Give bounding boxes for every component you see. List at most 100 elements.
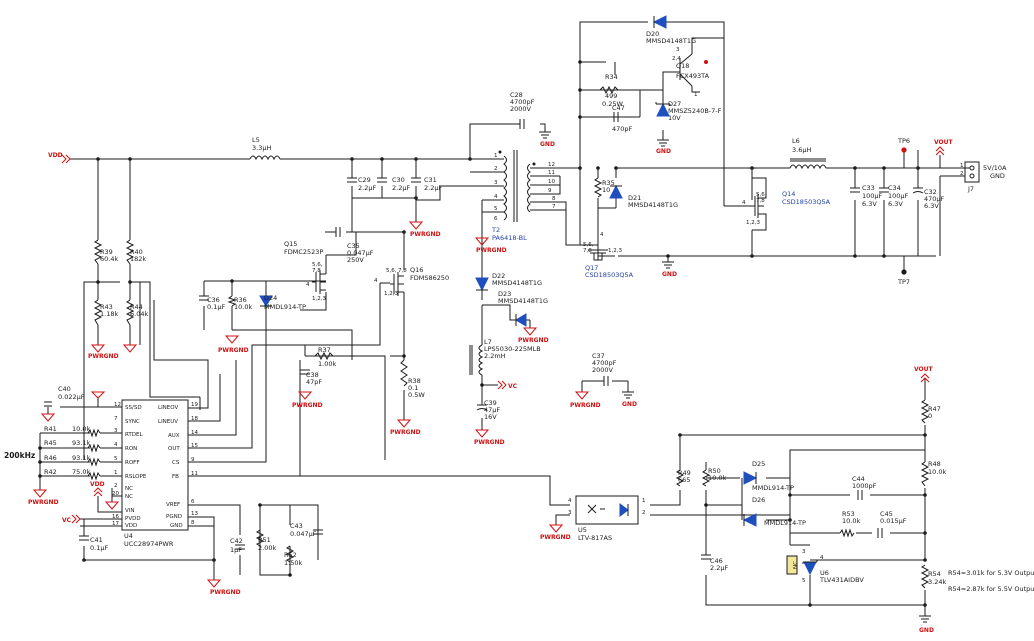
gnd-r54: GND xyxy=(919,610,934,634)
junctions xyxy=(38,60,927,607)
c30-ref: C30 xyxy=(392,176,405,184)
resistor-r47: R47 0 xyxy=(920,399,941,424)
resistor-r53: R53 10.0k xyxy=(839,510,860,538)
c28-voltage: 2000V xyxy=(510,105,532,113)
r53-ref: R53 xyxy=(842,510,855,518)
r50-value: 10.0k xyxy=(708,474,726,482)
u5-part: LTV-817AS xyxy=(578,534,612,542)
resistor-r42: R42 75.0k xyxy=(44,468,101,481)
capacitor-c46: C46 2.2µF xyxy=(701,554,728,572)
r49-value: 665 xyxy=(678,476,690,484)
svg-text:3: 3 xyxy=(802,549,806,555)
svg-text:GND: GND xyxy=(170,523,183,529)
r51-ref: R51 xyxy=(258,536,271,544)
r38-value: 0.1 xyxy=(408,384,418,392)
inductor-l5: L5 3.3µH xyxy=(249,136,281,161)
vdd-input-flag: VDD xyxy=(48,152,71,164)
pwrgnd-u5: PWRGND xyxy=(540,524,571,541)
l7-part: LPS5030-225MLB xyxy=(484,345,541,353)
svg-text:7,8: 7,8 xyxy=(756,198,765,204)
svg-text:2: 2 xyxy=(114,483,118,489)
capacitor-c43: C43 0.047µF xyxy=(290,522,323,538)
r39-ref: R39 xyxy=(100,248,113,256)
svg-text:1,2,3: 1,2,3 xyxy=(312,296,326,302)
c37-voltage: 2000V xyxy=(592,366,614,374)
j7-label-1: 5V/10A xyxy=(983,164,1007,172)
testpoint-tp6: TP6 xyxy=(897,137,910,153)
capacitor-c44: C44 1000pF xyxy=(852,475,877,500)
d21-ref: D21 xyxy=(628,194,641,202)
mosfet-q16: 5,6, 7,8 1,2,3 4 Q16 FDMS86250 xyxy=(374,266,449,300)
r35-value: 10 xyxy=(602,186,610,194)
svg-text:2: 2 xyxy=(642,510,646,516)
diode-d22: D22 MMSD4148T1G xyxy=(475,272,542,292)
c34-value: 100µF xyxy=(888,192,909,200)
pwrgnd-c39: PWRGND xyxy=(474,429,505,446)
resistor-r38: R38 0.1 0.5W xyxy=(400,359,425,399)
note-r54-5v5: R54=2.87k for 5.5V Output xyxy=(948,585,1034,593)
svg-text:RON: RON xyxy=(125,446,137,452)
svg-text:SS/SD: SS/SD xyxy=(125,405,142,411)
svg-text:1: 1 xyxy=(960,163,964,169)
d23-ref: D23 xyxy=(498,290,511,298)
r44-ref: R44 xyxy=(130,303,143,311)
svg-text:OUT: OUT xyxy=(168,446,180,452)
r37-ref: R37 xyxy=(318,346,331,354)
pwrgnd-r42: PWRGND xyxy=(28,489,59,506)
q15-part: FDMC2523P xyxy=(284,248,323,256)
svg-text:RSLOPE: RSLOPE xyxy=(125,474,147,480)
svg-text:4: 4 xyxy=(114,442,118,448)
svg-text:9: 9 xyxy=(191,457,195,463)
resistor-r39: R39 60.4k xyxy=(93,239,118,265)
resistor-r35: R35 10 xyxy=(593,177,615,198)
ic-u4: 12 SS/SD 7 SYNC 3 RTDEL 4 RON 5 ROFF 1 R… xyxy=(112,399,198,548)
capacitor-c41: C41 0.1µF xyxy=(79,535,108,552)
r53-value: 10.0k xyxy=(842,517,860,525)
r42-value: 75.0k xyxy=(72,468,90,476)
svg-text:8: 8 xyxy=(552,196,556,202)
c34-ref: C34 xyxy=(888,184,901,192)
resistor-r41: R41 10.0k xyxy=(44,425,101,438)
c41-value: 0.1µF xyxy=(90,544,108,552)
pwrgnd-c38: PWRGND xyxy=(292,391,323,409)
c46-ref: C46 xyxy=(710,557,723,565)
vout-flag-top: VOUT xyxy=(934,139,954,156)
capacitor-c34: C34 100µF 6.3V xyxy=(879,184,909,208)
j7-ref: J7 xyxy=(967,185,974,193)
c45-ref: C45 xyxy=(880,510,893,518)
svg-text:5,6,: 5,6, xyxy=(756,192,767,198)
d24-part: MMDL914-TP xyxy=(264,303,306,311)
svg-text:1: 1 xyxy=(114,470,118,476)
testpoint-tp7: TP7 xyxy=(897,269,910,286)
resistor-r48: R48 10.0k xyxy=(920,460,946,487)
svg-text:4: 4 xyxy=(494,194,498,200)
d25-ref: D25 xyxy=(752,460,765,468)
r41-value: 10.0k xyxy=(72,425,90,433)
pwrgnd-c36: PWRGND xyxy=(218,335,249,354)
resistor-r49: R49 665 xyxy=(675,469,691,487)
resistor-r45: R45 93.1k xyxy=(44,439,101,453)
svg-text:GND: GND xyxy=(662,271,677,278)
r36-value: 10.0k xyxy=(234,303,252,311)
svg-text:3: 3 xyxy=(114,428,118,434)
resistor-r34: R34 499 0.25W xyxy=(599,73,623,108)
c32-voltage: 6.3V xyxy=(924,202,939,210)
svg-text:1,2,3: 1,2,3 xyxy=(608,248,622,254)
svg-text:5,6,: 5,6, xyxy=(386,268,397,274)
pwrgnd-c40 xyxy=(40,413,56,422)
c35-value: 0.047µF xyxy=(347,249,374,257)
pwrgnd-d23: PWRGND xyxy=(518,327,549,344)
gnd-symbol-c28: GND xyxy=(539,131,555,148)
svg-text:1: 1 xyxy=(494,153,498,159)
c42-value: 1µF xyxy=(230,546,242,554)
l5-value: 3.3µH xyxy=(252,144,271,152)
c36-ref: C36 xyxy=(207,296,220,304)
resistor-r46: R46 93.1k xyxy=(44,454,101,467)
diode-d23: D23 MMSD4148T1G xyxy=(498,290,548,327)
svg-text:LINEUV: LINEUV xyxy=(158,419,178,425)
c31-ref: C31 xyxy=(424,176,437,184)
d22-ref: D22 xyxy=(492,272,505,280)
svg-text:PWRGND: PWRGND xyxy=(410,231,441,238)
resistor-r37: R37 1.00k xyxy=(314,346,336,368)
svg-text:8: 8 xyxy=(191,520,195,526)
